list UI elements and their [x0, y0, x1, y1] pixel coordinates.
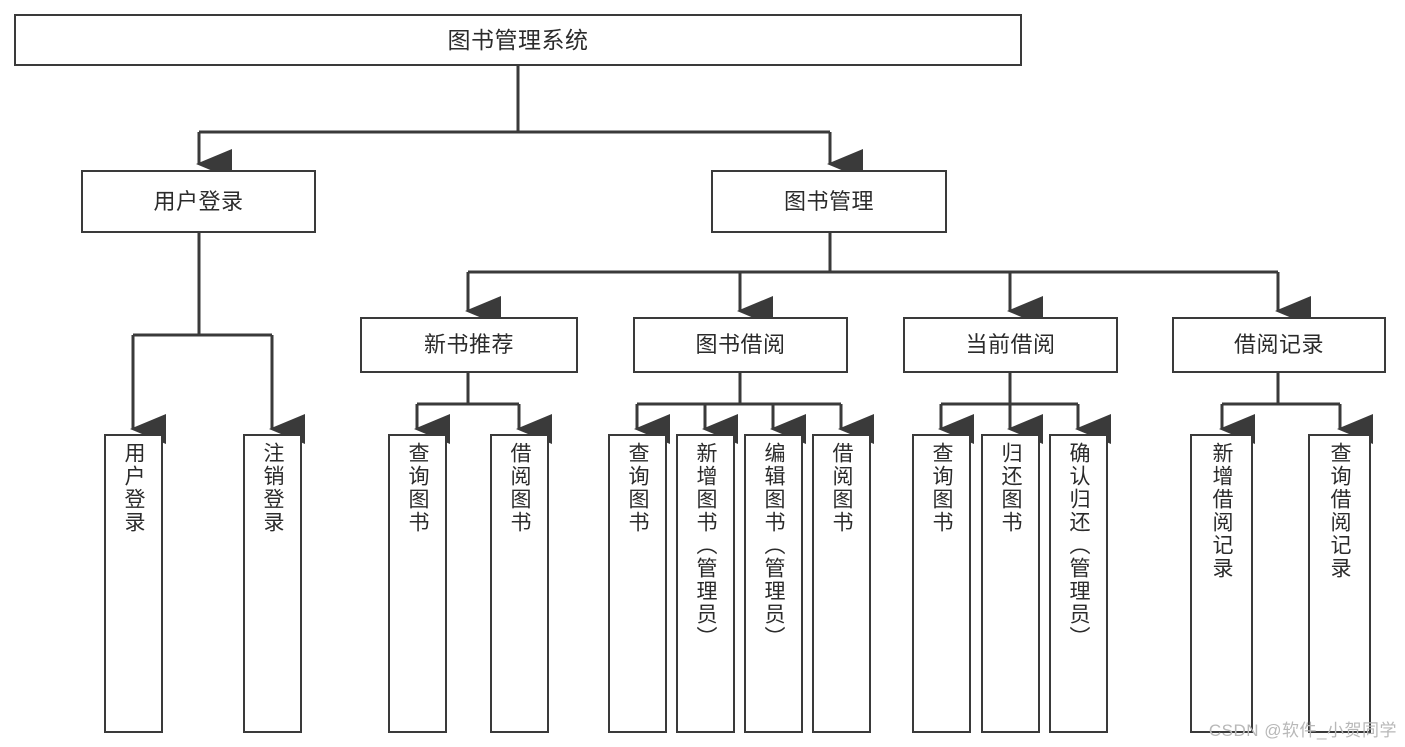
- node-root-system[interactable]: 图书管理系统: [14, 14, 1022, 66]
- node-leaf-user-login-label: 用户登录: [122, 442, 145, 534]
- node-book-borrow-label: 图书借阅: [695, 332, 786, 358]
- node-leaf-add-record[interactable]: 新增借阅记录: [1190, 434, 1253, 733]
- node-borrow-record-label: 借阅记录: [1233, 332, 1324, 358]
- node-leaf-add-book-label: 新增图书（管理员）: [694, 442, 717, 649]
- node-leaf-query-book-1-label: 查询图书: [406, 442, 429, 534]
- node-new-book-recommend-label: 新书推荐: [423, 332, 514, 358]
- node-book-management-label: 图书管理: [783, 188, 874, 214]
- node-leaf-user-login[interactable]: 用户登录: [104, 434, 163, 733]
- node-leaf-edit-book[interactable]: 编辑图书（管理员）: [744, 434, 803, 733]
- node-leaf-borrow-book-2-label: 借阅图书: [830, 442, 853, 534]
- node-leaf-borrow-book-2[interactable]: 借阅图书: [812, 434, 871, 733]
- node-root-system-label: 图书管理系统: [447, 26, 589, 53]
- node-leaf-query-book-1[interactable]: 查询图书: [388, 434, 447, 733]
- node-current-borrow-label: 当前借阅: [965, 332, 1056, 358]
- node-leaf-add-record-label: 新增借阅记录: [1210, 442, 1233, 580]
- node-leaf-return-book-label: 归还图书: [999, 442, 1022, 534]
- node-new-book-recommend[interactable]: 新书推荐: [360, 317, 578, 373]
- node-leaf-query-book-2[interactable]: 查询图书: [608, 434, 667, 733]
- node-leaf-logout-login[interactable]: 注销登录: [243, 434, 302, 733]
- node-leaf-borrow-book-1-label: 借阅图书: [508, 442, 531, 534]
- node-leaf-query-record[interactable]: 查询借阅记录: [1308, 434, 1371, 733]
- node-current-borrow[interactable]: 当前借阅: [903, 317, 1118, 373]
- node-user-login-label: 用户登录: [153, 188, 244, 214]
- node-leaf-query-book-3-label: 查询图书: [930, 442, 953, 534]
- node-book-borrow[interactable]: 图书借阅: [633, 317, 848, 373]
- node-leaf-logout-login-label: 注销登录: [261, 442, 284, 534]
- node-leaf-edit-book-label: 编辑图书（管理员）: [762, 442, 785, 649]
- node-leaf-query-book-2-label: 查询图书: [626, 442, 649, 534]
- node-leaf-borrow-book-1[interactable]: 借阅图书: [490, 434, 549, 733]
- node-leaf-confirm-return-label: 确认归还（管理员）: [1067, 442, 1090, 649]
- node-borrow-record[interactable]: 借阅记录: [1172, 317, 1386, 373]
- node-leaf-confirm-return[interactable]: 确认归还（管理员）: [1049, 434, 1108, 733]
- node-leaf-query-book-3[interactable]: 查询图书: [912, 434, 971, 733]
- node-book-management[interactable]: 图书管理: [711, 170, 947, 233]
- node-user-login[interactable]: 用户登录: [81, 170, 316, 233]
- node-leaf-query-record-label: 查询借阅记录: [1328, 442, 1351, 580]
- node-leaf-add-book[interactable]: 新增图书（管理员）: [676, 434, 735, 733]
- node-leaf-return-book[interactable]: 归还图书: [981, 434, 1040, 733]
